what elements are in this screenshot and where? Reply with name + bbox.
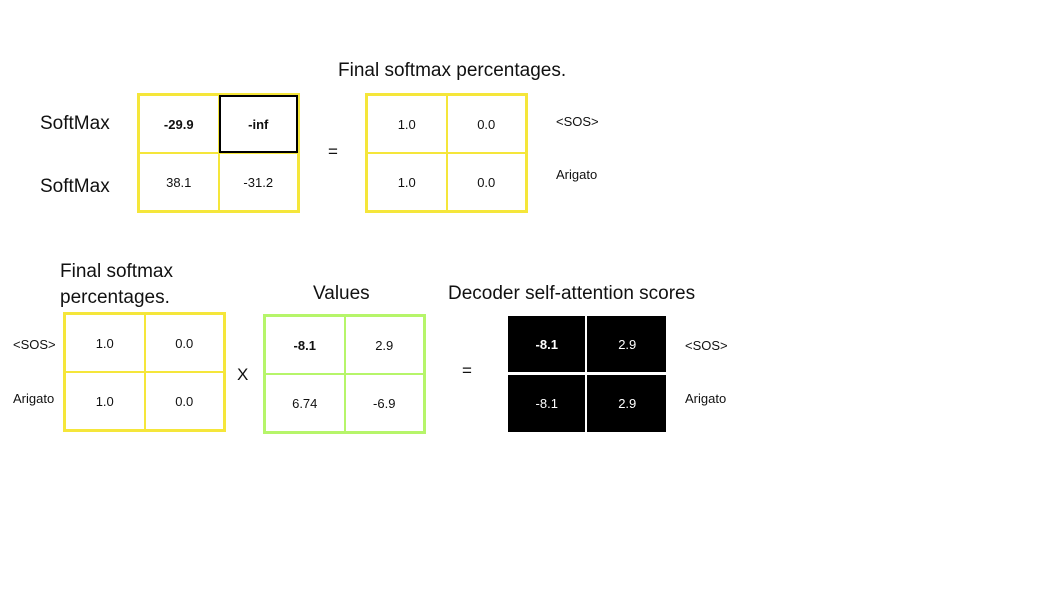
softmax-label-row1: SoftMax bbox=[40, 113, 110, 134]
top-row-label-arigato: Arigato bbox=[556, 167, 598, 182]
input-cell-r0c0: -29.9 bbox=[139, 95, 219, 153]
softmax-input-matrix: -29.9 -inf 38.1 -31.2 bbox=[137, 93, 300, 213]
attention-scores-matrix: -8.1 2.9 -8.1 2.9 bbox=[508, 316, 666, 432]
scores-cell-r0c1: 2.9 bbox=[588, 316, 666, 373]
scores-cell-r0c0: -8.1 bbox=[508, 316, 586, 373]
multiply-sign: X bbox=[237, 365, 249, 384]
output-cell-r1c1: 0.0 bbox=[446, 153, 526, 211]
values-matrix: -8.1 2.9 6.74 -6.9 bbox=[263, 314, 426, 434]
weights-row-label-arigato: Arigato bbox=[13, 391, 55, 406]
input-cell-r0c1-masked: -inf bbox=[218, 95, 298, 153]
weights-cell-r0c1: 0.0 bbox=[144, 314, 224, 372]
top-equals-sign: = bbox=[328, 142, 338, 161]
weights-cell-r1c0: 1.0 bbox=[65, 372, 145, 430]
values-cell-r1c1: -6.9 bbox=[344, 374, 424, 432]
softmax-label-row2: SoftMax bbox=[40, 176, 110, 197]
scores-title: Decoder self-attention scores bbox=[448, 283, 696, 304]
input-cell-r1c0: 38.1 bbox=[139, 153, 219, 211]
weights-matrix: 1.0 0.0 1.0 0.0 bbox=[63, 312, 226, 432]
bottom-equals-sign: = bbox=[462, 361, 472, 380]
output-cell-r0c1: 0.0 bbox=[446, 95, 526, 153]
input-cell-r1c1: -31.2 bbox=[218, 153, 298, 211]
values-cell-r0c1: 2.9 bbox=[344, 316, 424, 374]
values-title: Values bbox=[313, 283, 370, 304]
top-title: Final softmax percentages. bbox=[338, 60, 567, 81]
weights-cell-r0c0: 1.0 bbox=[65, 314, 145, 372]
output-cell-r1c0: 1.0 bbox=[367, 153, 447, 211]
output-cell-r0c0: 1.0 bbox=[367, 95, 447, 153]
values-cell-r0c0: -8.1 bbox=[265, 316, 345, 374]
scores-horizontal-divider bbox=[508, 372, 666, 375]
values-cell-r1c0: 6.74 bbox=[265, 374, 345, 432]
top-row-label-sos: <SOS> bbox=[556, 114, 599, 129]
scores-row-label-arigato: Arigato bbox=[685, 391, 727, 406]
weights-row-label-sos: <SOS> bbox=[13, 337, 56, 352]
weights-cell-r1c1: 0.0 bbox=[144, 372, 224, 430]
scores-row-label-sos: <SOS> bbox=[685, 338, 728, 353]
scores-cell-r1c0: -8.1 bbox=[508, 375, 586, 432]
softmax-output-matrix: 1.0 0.0 1.0 0.0 bbox=[365, 93, 528, 213]
weights-title-line1: Final softmax percentages. bbox=[60, 261, 173, 308]
scores-cell-r1c1: 2.9 bbox=[588, 375, 666, 432]
